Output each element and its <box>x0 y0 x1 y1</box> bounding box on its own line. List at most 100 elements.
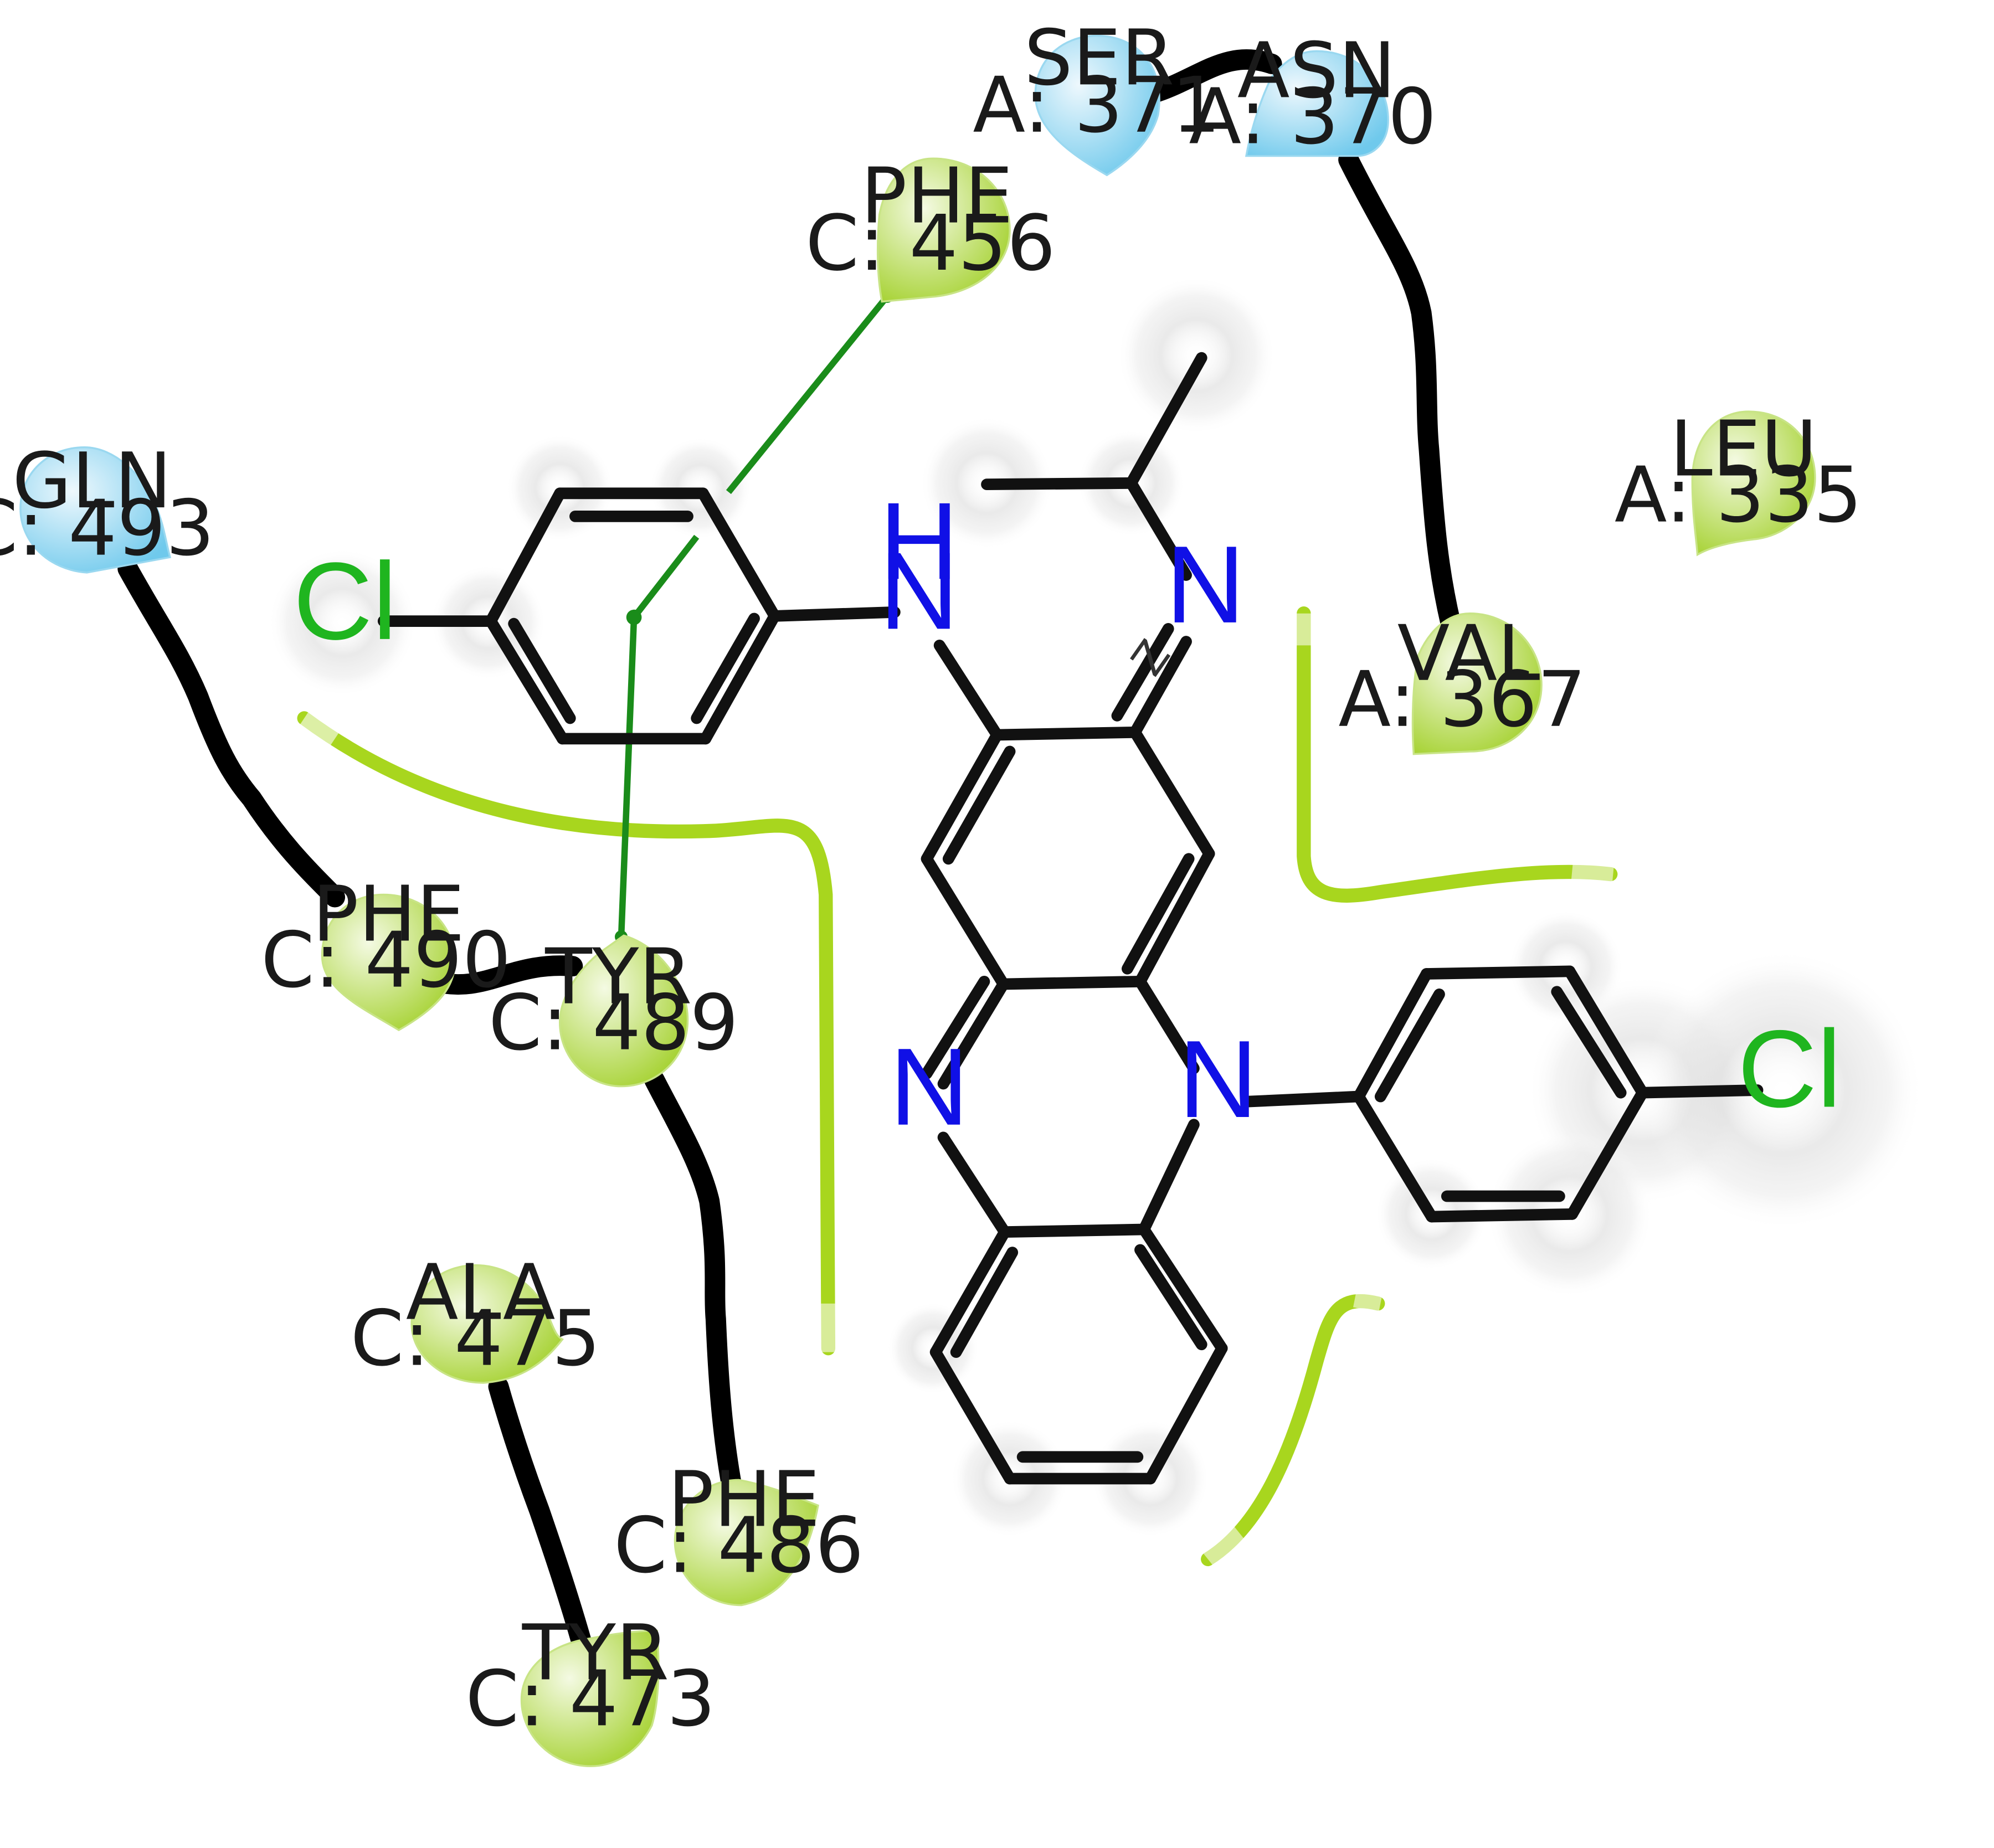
bond <box>485 487 566 627</box>
contour-fade <box>1353 1289 1383 1312</box>
residue-leu335[interactable]: LEU A: 335 <box>1615 404 1862 557</box>
bond <box>921 853 1009 990</box>
residue-chain-label: A: 371 <box>973 60 1220 150</box>
bond <box>700 610 780 745</box>
pi-stacking-line-phe456 <box>726 294 890 495</box>
residue-disc <box>1034 34 1160 177</box>
bond <box>697 487 780 622</box>
pi-stacking-interactions <box>615 290 894 944</box>
pi-stacking-line-phe456-inner <box>631 534 700 620</box>
ring-centroid-marker <box>626 609 642 625</box>
bond-c-n-imine <box>1129 636 1192 738</box>
ligand-atom-labels: Cl Cl H N N N N Z <box>293 480 1841 1148</box>
bond <box>1138 1223 1228 1355</box>
double-bond-inner <box>1134 1244 1207 1351</box>
residue-name: ALA <box>406 1248 556 1337</box>
residue-asn370[interactable]: ASN A: 370 <box>1189 25 1436 161</box>
bond <box>1134 848 1215 987</box>
residue-disc <box>1245 50 1389 157</box>
backbone-node <box>530 1501 548 1520</box>
bond <box>929 1226 1011 1358</box>
exposure-halo <box>1642 949 1924 1231</box>
amine-nitrogen-label: N <box>880 529 959 652</box>
residue-name: PHE <box>668 1454 820 1544</box>
double-bond-inner <box>1121 853 1195 975</box>
residue-val367[interactable]: VAL A: 367 <box>1338 609 1586 755</box>
bond <box>1426 1208 1578 1223</box>
double-bond-inner <box>691 612 760 724</box>
backbone-node <box>1420 441 1438 459</box>
backbone-ser371-asn370 <box>1146 49 1282 102</box>
residue-tyr489[interactable]: TYR C: 489 <box>489 932 739 1088</box>
residue-chain-label: C: 489 <box>489 978 739 1068</box>
backbone-connections <box>117 49 1461 1653</box>
residue-name: TYR <box>522 1608 669 1697</box>
contour-fade <box>299 711 340 747</box>
ring-nitrogen-left-label: N <box>890 1026 969 1149</box>
bond <box>1353 1090 1437 1223</box>
residue-disc <box>19 446 172 574</box>
bond <box>485 615 568 745</box>
pocket-contour <box>297 606 1618 1567</box>
residue-chain-label: C: 456 <box>805 198 1056 288</box>
residue-chain-label: C: 493 <box>0 483 214 573</box>
residue-name: TYR <box>544 932 692 1022</box>
residue-chain-label: C: 486 <box>614 1501 864 1590</box>
bond-c-n <box>937 978 1009 1090</box>
residue-phe456[interactable]: PHE C: 456 <box>805 151 1056 303</box>
backbone-node <box>700 1192 718 1211</box>
bond <box>998 975 1146 990</box>
contour-fade <box>1202 1526 1246 1567</box>
residue-disc <box>674 1479 819 1607</box>
bond-n-c <box>937 1131 1011 1238</box>
bond <box>921 729 1003 865</box>
residue-ala475[interactable]: ALA C: 475 <box>351 1248 601 1384</box>
residue-phe486[interactable]: PHE C: 486 <box>614 1454 864 1607</box>
bond <box>1129 726 1215 859</box>
residue-name: GLN <box>12 436 172 526</box>
backbone-tyr489-phe486 <box>644 1069 742 1493</box>
residue-phe490[interactable]: PHE C: 490 <box>261 869 511 1032</box>
residue-disc <box>410 1264 564 1384</box>
residue-name: PHE <box>861 151 1013 241</box>
backbone-node <box>707 1310 725 1328</box>
backbone-node <box>1412 304 1431 322</box>
backbone-asn370-val367 <box>1338 150 1461 634</box>
double-bond-inner <box>1551 986 1627 1099</box>
residue-tyr473[interactable]: TYR C: 473 <box>465 1608 716 1768</box>
residue-disc <box>520 1629 660 1768</box>
pocket-contour-left <box>297 711 836 1356</box>
ligand-structure <box>377 352 1764 1485</box>
residue-chain-label: C: 490 <box>261 915 511 1005</box>
backbone-gln493-phe490 <box>117 558 346 908</box>
residue-name: VAL <box>1397 609 1540 698</box>
bond-n-c <box>1138 1119 1200 1236</box>
bond-nh-c <box>933 640 1003 741</box>
residue-chain-label: A: 367 <box>1338 655 1586 744</box>
bond-n-c <box>1240 1090 1365 1108</box>
ring-nitrogen-right-label: N <box>1179 1018 1258 1141</box>
residue-ser371[interactable]: SER A: 371 <box>973 13 1221 177</box>
residue-chain-label: C: 475 <box>351 1294 601 1383</box>
bond <box>929 1346 1016 1485</box>
backbone-node <box>189 687 207 706</box>
backbone-node <box>243 790 261 808</box>
bond <box>1421 965 1576 980</box>
residue-gln493[interactable]: GLN C: 493 <box>0 436 214 574</box>
bond <box>1353 968 1432 1103</box>
bond <box>999 1223 1150 1238</box>
residue-name: ASN <box>1237 25 1396 115</box>
residues: SER A: 371 ASN A: 370 PHE C: 456 LEU A: … <box>0 13 1862 1768</box>
residue-name: LEU <box>1670 404 1817 494</box>
pi-stacking-line-tyr489 <box>618 617 638 937</box>
residue-disc <box>1411 612 1543 755</box>
bond <box>1144 1342 1228 1485</box>
bond-c-n <box>1134 975 1200 1074</box>
bond <box>991 726 1141 741</box>
residue-chain-label: A: 335 <box>1615 450 1862 540</box>
double-bond-inner <box>508 617 576 724</box>
residue-name: PHE <box>312 869 465 959</box>
bond-n-ch <box>1125 477 1192 581</box>
residue-name: SER <box>1024 13 1175 102</box>
